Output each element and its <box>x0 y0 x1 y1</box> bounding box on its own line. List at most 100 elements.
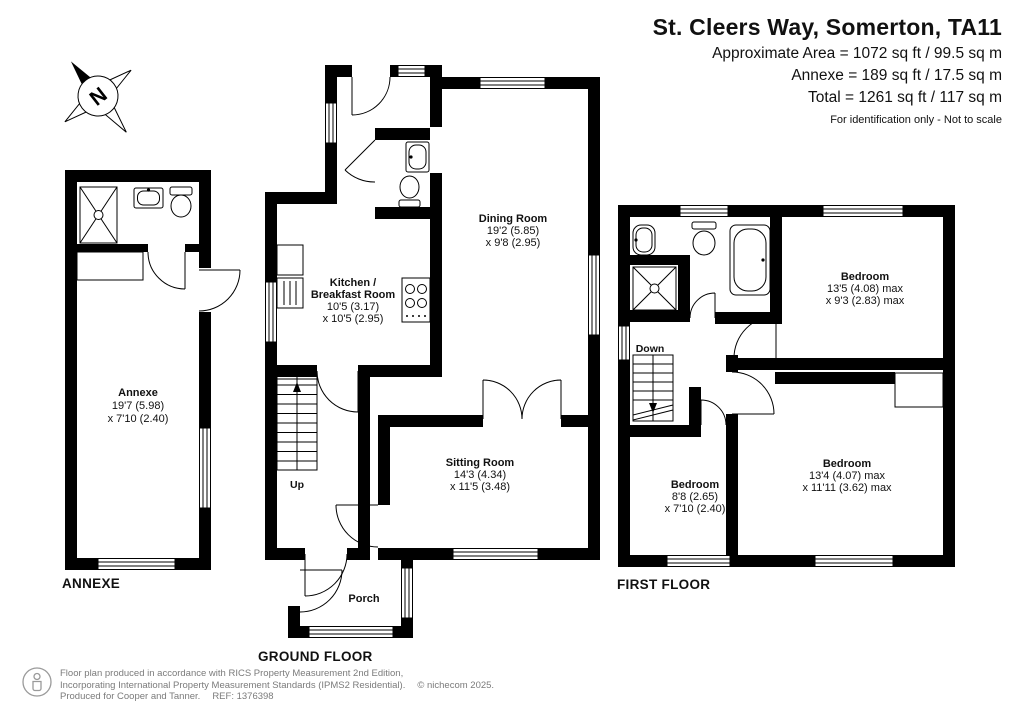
shower-room-door-arc <box>147 251 186 290</box>
dining-dim2: x 9'8 (2.95) <box>486 237 541 249</box>
window <box>397 65 426 77</box>
dining-name: Dining Room <box>479 213 548 225</box>
sink-tap-icon <box>146 188 151 192</box>
bedroom2-name: Bedroom <box>823 458 872 470</box>
bedroom3-dim2: x 7'10 (2.40) <box>665 503 726 515</box>
ground-floor-plan: Kitchen / Breakfast Room 10'5 (3.17) x 1… <box>265 65 600 638</box>
window <box>822 205 904 217</box>
bedroom3-door-arc <box>700 399 727 426</box>
toilet-icon <box>399 175 420 199</box>
toilet-icon <box>692 230 716 256</box>
annexe-fixtures <box>76 186 193 281</box>
sink-icon <box>405 141 430 173</box>
appliance-icon <box>276 277 304 309</box>
appliance-icon <box>276 244 304 276</box>
first-floor-fixtures <box>632 221 771 311</box>
footer-line3: Produced for Cooper and Tanner.REF: 1376… <box>60 691 494 703</box>
sitting-name: Sitting Room <box>446 457 515 469</box>
sink-tap-icon <box>634 238 638 242</box>
window <box>199 427 211 509</box>
bathroom-door-arc <box>689 292 716 319</box>
window <box>666 555 731 567</box>
compass-circle <box>77 75 119 117</box>
person-icon-body <box>32 680 42 692</box>
page-title: St. Cleers Way, Somerton, TA11 <box>652 14 1002 40</box>
toilet-cistern <box>691 221 717 230</box>
ground-floor-doors <box>299 76 562 613</box>
dining-dim1: 19'2 (5.85) <box>487 225 539 237</box>
total-area: Total = 1261 sq ft / 117 sq m <box>807 89 1002 106</box>
hall-porch-door-arc <box>304 553 348 597</box>
hob-ring <box>417 284 427 294</box>
ground-floor-windows <box>265 65 600 638</box>
bedroom1-dim2: x 9'3 (2.83) max <box>826 295 905 307</box>
ground-floor-caption: GROUND FLOOR <box>258 649 373 664</box>
chimney-recess <box>894 372 944 408</box>
annexe-room-label: Annexe 19'7 (5.98) x 7'10 (2.40) <box>108 387 169 425</box>
shower-drain-icon <box>649 283 660 294</box>
first-floor-doors <box>689 292 777 426</box>
footer-line2-text: Incorporating International Property Mea… <box>60 679 406 691</box>
sink-basin <box>635 227 653 253</box>
compass-star: N <box>64 61 132 133</box>
bedroom3-dim1: 8'8 (2.65) <box>672 491 718 503</box>
kitchen-door-arc <box>316 370 359 413</box>
kitchen-name2: Breakfast Room <box>311 289 396 301</box>
footer-line2: Incorporating International Property Mea… <box>60 680 494 692</box>
compass-rose: N <box>64 61 132 133</box>
ground-floor-fixtures <box>276 141 431 323</box>
person-icon <box>22 667 52 697</box>
porch-name: Porch <box>348 593 379 605</box>
bath-tap-icon <box>761 258 765 262</box>
entrance-door-arc <box>198 269 241 312</box>
annexe-plan: Annexe 19'7 (5.98) x 7'10 (2.40) <box>65 170 241 570</box>
hob-knob <box>424 315 426 317</box>
stairs-down-label: Down <box>636 343 665 355</box>
ground-floor-walls <box>265 65 600 638</box>
window <box>814 555 894 567</box>
window <box>265 281 277 343</box>
kitchen-name1: Kitchen / <box>330 277 376 289</box>
person-icon-circle <box>22 667 52 697</box>
room-name: Annexe <box>118 387 158 399</box>
hob-knob <box>406 315 408 317</box>
window <box>479 77 546 89</box>
first-floor-caption: FIRST FLOOR <box>617 577 711 592</box>
room-dim1: 19'7 (5.98) <box>112 400 164 412</box>
stairs-arrowhead <box>649 403 657 413</box>
window <box>308 626 394 638</box>
window <box>679 205 729 217</box>
annexe-area: Annexe = 189 sq ft / 17.5 sq m <box>791 67 1002 84</box>
footer-disclaimer: Floor plan produced in accordance with R… <box>60 668 494 703</box>
window <box>588 254 600 336</box>
footer-ref: REF: 1376398 <box>212 691 274 702</box>
sink-tap-icon <box>409 155 413 159</box>
approximate-area: Approximate Area = 1072 sq ft / 99.5 sq … <box>712 45 1002 62</box>
first-floor-windows <box>618 205 904 567</box>
bedroom2-dim2: x 11'11 (3.62) max <box>802 482 892 494</box>
window <box>618 325 630 361</box>
window <box>452 548 539 560</box>
sitting-dim2: x 11'5 (3.48) <box>450 481 510 493</box>
toilet-cistern <box>169 186 193 196</box>
title-block: St. Cleers Way, Somerton, TA11 Approxima… <box>653 14 1002 126</box>
first-floor-stairs <box>632 354 674 422</box>
toilet-icon <box>170 194 192 218</box>
stairs-up-label: Up <box>290 479 304 491</box>
shower-tray-icon <box>79 186 118 244</box>
front-door-arc <box>351 76 391 116</box>
annexe-windows <box>97 427 211 570</box>
bedroom2-door-arc <box>731 371 775 415</box>
toilet-cistern <box>398 199 421 208</box>
sink-icon <box>632 224 656 256</box>
kitchen-dim2: x 10'5 (2.95) <box>323 313 384 325</box>
footer-copyright: © nichecom 2025. <box>417 679 495 691</box>
hob-icon <box>401 277 431 323</box>
bedroom1-door-arc <box>733 315 777 359</box>
annexe-doors <box>147 251 241 312</box>
room-dim2: x 7'10 (2.40) <box>108 413 169 425</box>
porch-outer-door-arc <box>299 569 343 613</box>
bath-inner <box>733 228 767 292</box>
bath-icon <box>729 224 771 296</box>
